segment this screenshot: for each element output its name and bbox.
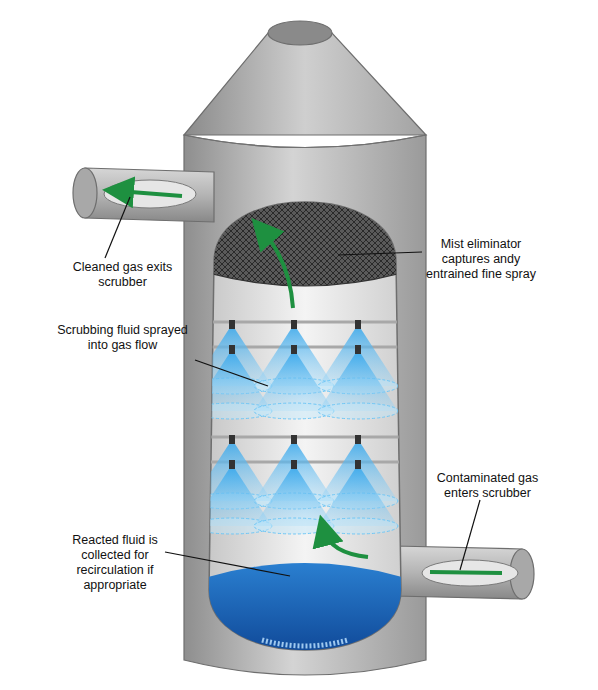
spray-cone	[254, 469, 334, 526]
spray-cone	[254, 354, 334, 411]
spray-nozzle	[355, 345, 361, 354]
gas-flow-arrow	[262, 230, 293, 308]
spray-base	[318, 518, 398, 534]
leader-line	[338, 252, 422, 255]
spray-nozzle	[229, 435, 235, 444]
mist-eliminator-edge	[205, 272, 405, 286]
spray-nozzle	[291, 435, 297, 444]
outlet-pipe	[85, 168, 214, 222]
vessel-rim	[184, 135, 426, 148]
spray-nozzle	[291, 320, 297, 329]
spray-base	[318, 403, 398, 419]
callout-text: Mist eliminator captures andy entrained …	[422, 237, 540, 282]
inlet-cutaway	[422, 560, 518, 586]
vessel-body	[184, 135, 426, 675]
callout-text: Contaminated gas enters scrubber	[430, 471, 545, 501]
spray-cone	[318, 354, 398, 411]
leader-line	[460, 500, 480, 570]
pool-bubbles	[262, 640, 348, 646]
spray-nozzle	[355, 460, 361, 469]
spray-cone	[318, 469, 398, 526]
outlet-pipe-end	[73, 168, 97, 218]
gas-flow-arrow	[118, 191, 182, 196]
spray-nozzle	[355, 320, 361, 329]
callout-text: Scrubbing fluid sprayed into gas flow	[50, 323, 195, 353]
callout-text: Reacted fluid is collected for recircula…	[50, 533, 180, 593]
stack-outlet	[268, 21, 332, 45]
spray-nozzle	[355, 435, 361, 444]
cone-roof	[184, 33, 426, 135]
spray-nozzle	[291, 345, 297, 354]
spray-nozzle	[229, 320, 235, 329]
leader-line	[105, 197, 130, 258]
spray-nozzle	[291, 460, 297, 469]
spray-nozzle	[229, 345, 235, 354]
gas-flow-line	[430, 572, 502, 573]
leader-line	[195, 360, 268, 386]
mist-eliminator	[205, 190, 405, 286]
spray-nozzle	[229, 460, 235, 469]
callout-text: Cleaned gas exits scrubber	[55, 260, 190, 290]
interior	[192, 190, 410, 670]
outlet-cutaway	[104, 180, 196, 208]
gas-flow-arrow	[324, 530, 368, 557]
inlet-pipe	[395, 546, 522, 599]
leader-line	[165, 552, 290, 576]
liquid-pool	[205, 563, 405, 670]
